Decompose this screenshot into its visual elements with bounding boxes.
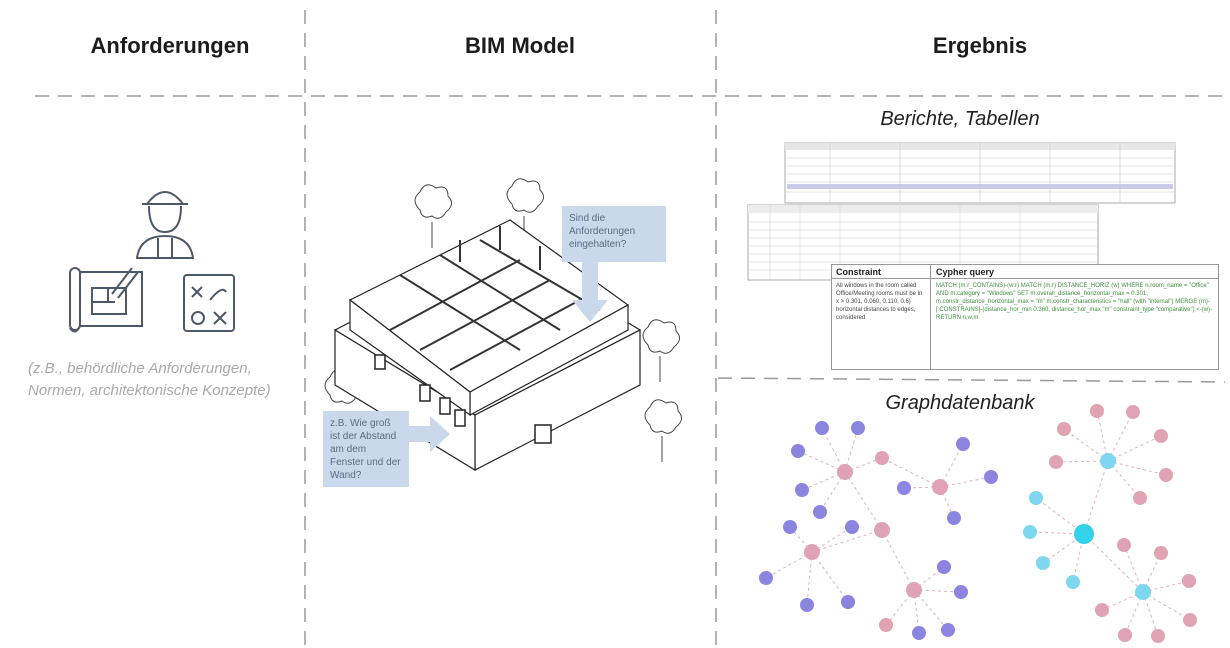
engineer-icon bbox=[135, 191, 195, 259]
table-column-rule bbox=[930, 265, 931, 369]
callout-requirements-check: Sind die Anforderungen eingehalten? bbox=[562, 206, 666, 262]
cypher-query-text: MATCH (m:r_CONTAINS)-(w:r) MATCH (m:r) D… bbox=[936, 283, 1213, 321]
graph-nodes-cyan bbox=[1023, 453, 1151, 600]
graph-nodes-pink bbox=[804, 404, 1197, 643]
reports-title: Berichte, Tabellen bbox=[880, 108, 1040, 130]
callout-distance-question: z.B. Wie groß ist der Abstand am dem Fen… bbox=[323, 411, 409, 487]
strategy-board-icon bbox=[183, 274, 235, 332]
callout-arrows bbox=[408, 262, 608, 452]
result-section-divider bbox=[717, 377, 1226, 383]
graph-db-title: Graphdatenbank bbox=[885, 392, 1035, 414]
windows bbox=[374, 354, 552, 444]
requirements-caption: (z.B., behördliche Anforderungen, Normen… bbox=[28, 360, 271, 399]
graph-central-node bbox=[1074, 524, 1094, 544]
graph-edges bbox=[765, 410, 1191, 637]
cypher-query-table: Constraint Cypher query All windows in t… bbox=[831, 264, 1219, 370]
blueprint-icon bbox=[69, 267, 143, 333]
spreadsheet-back bbox=[784, 142, 1176, 204]
table-header-rule bbox=[832, 278, 1218, 279]
title-bim-model: BIM Model bbox=[465, 33, 575, 58]
constraint-header: Constraint bbox=[836, 267, 881, 277]
cypher-query-header: Cypher query bbox=[936, 267, 995, 277]
interior-walls bbox=[389, 226, 601, 371]
constraint-text: All windows in the room called Office/Me… bbox=[836, 283, 923, 321]
title-anforderungen: Anforderungen bbox=[90, 33, 250, 58]
title-ergebnis: Ergebnis bbox=[932, 33, 1028, 58]
graph-nodes-purple bbox=[759, 421, 998, 640]
